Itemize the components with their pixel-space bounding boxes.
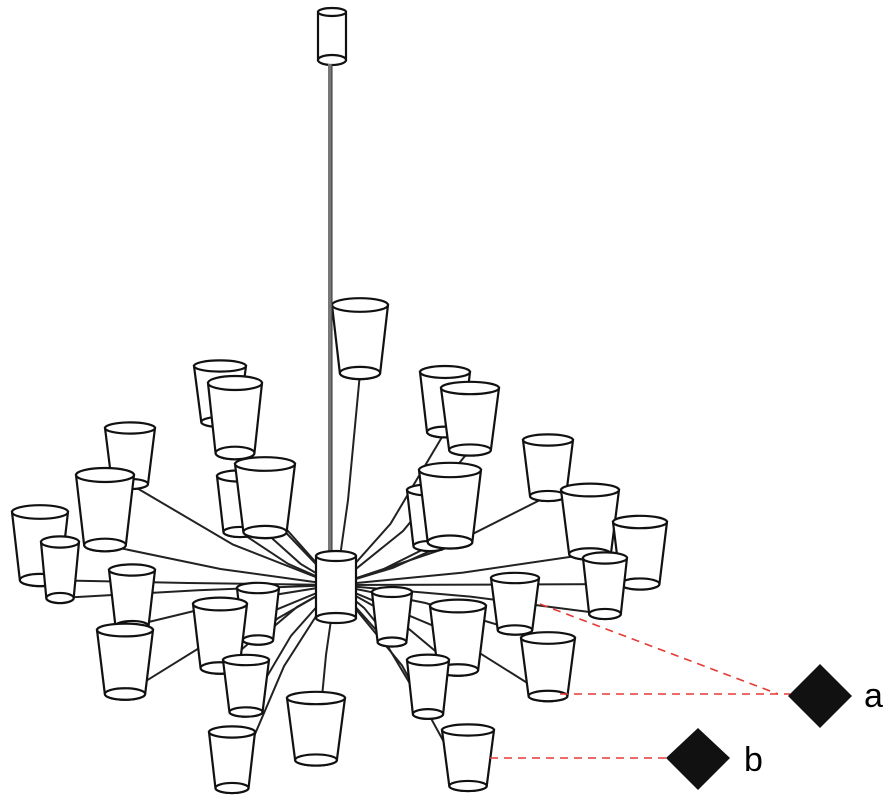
shade-30 xyxy=(440,723,496,793)
shade-21 xyxy=(489,571,541,636)
central-hub xyxy=(314,549,358,625)
shade-26 xyxy=(221,653,271,718)
label-b: b xyxy=(744,741,763,779)
shade-24 xyxy=(95,622,155,701)
arm-15 xyxy=(59,584,337,599)
shade-15 xyxy=(39,535,81,605)
shade-19 xyxy=(235,581,281,646)
marker-a-diamond xyxy=(788,664,852,728)
chandelier-shades xyxy=(10,297,669,795)
label-a: a xyxy=(864,677,883,715)
shade-1 xyxy=(330,297,390,381)
marker-b-diamond xyxy=(666,728,730,790)
shade-5 xyxy=(439,380,501,457)
arm-6 xyxy=(129,483,337,586)
leader-lines xyxy=(490,603,790,759)
shade-25 xyxy=(519,631,577,703)
shade-8 xyxy=(74,466,136,553)
shade-17 xyxy=(107,563,157,633)
shade-7 xyxy=(521,433,575,503)
ceiling-canopy xyxy=(316,6,348,67)
shade-3 xyxy=(206,374,264,461)
shade-18 xyxy=(581,551,629,621)
shade-20 xyxy=(370,585,414,648)
shade-12 xyxy=(417,461,483,550)
shade-13 xyxy=(559,482,621,561)
arm-8 xyxy=(104,544,337,586)
leader-a-1 xyxy=(539,603,779,695)
shade-10 xyxy=(233,456,297,540)
arm-13 xyxy=(335,553,591,586)
shade-28 xyxy=(285,690,347,767)
shade-16 xyxy=(611,514,669,591)
arm-14 xyxy=(39,579,337,586)
shade-29 xyxy=(207,725,257,795)
shade-27 xyxy=(405,653,451,720)
